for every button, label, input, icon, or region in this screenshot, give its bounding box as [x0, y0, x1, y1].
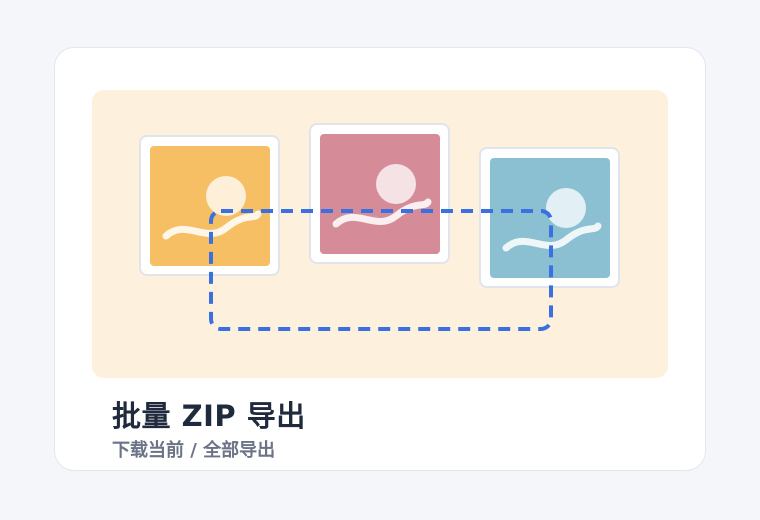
image-icon [490, 158, 610, 278]
image-icon [150, 146, 270, 266]
image-thumbnail-1 [139, 135, 280, 276]
image-thumbnail-3 [479, 147, 620, 288]
image-icon [320, 134, 440, 254]
card-subtitle: 下载当前 / 全部导出 [112, 440, 276, 461]
image-thumbnail-2 [309, 123, 450, 264]
card-title: 批量 ZIP 导出 [112, 399, 306, 433]
